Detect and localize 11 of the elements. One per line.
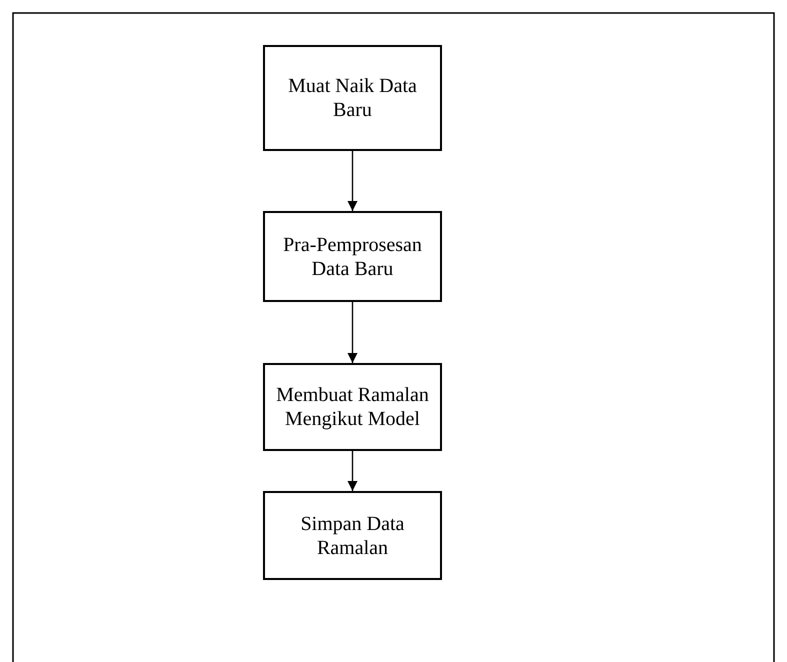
box-label: Pra-Pemprosesan Data Baru <box>282 232 423 280</box>
box-label: Muat Naik Data Baru <box>287 74 418 122</box>
arrow <box>348 451 358 491</box>
arrow <box>348 302 358 363</box>
box-label: Membuat Ramalan Mengikut Model <box>275 383 430 431</box>
process-box <box>263 45 442 151</box>
process-box <box>263 491 442 580</box>
arrow <box>348 151 358 211</box>
box-label: Simpan Data Ramalan <box>300 512 406 560</box>
process-box <box>263 363 442 451</box>
process-box <box>263 211 442 302</box>
